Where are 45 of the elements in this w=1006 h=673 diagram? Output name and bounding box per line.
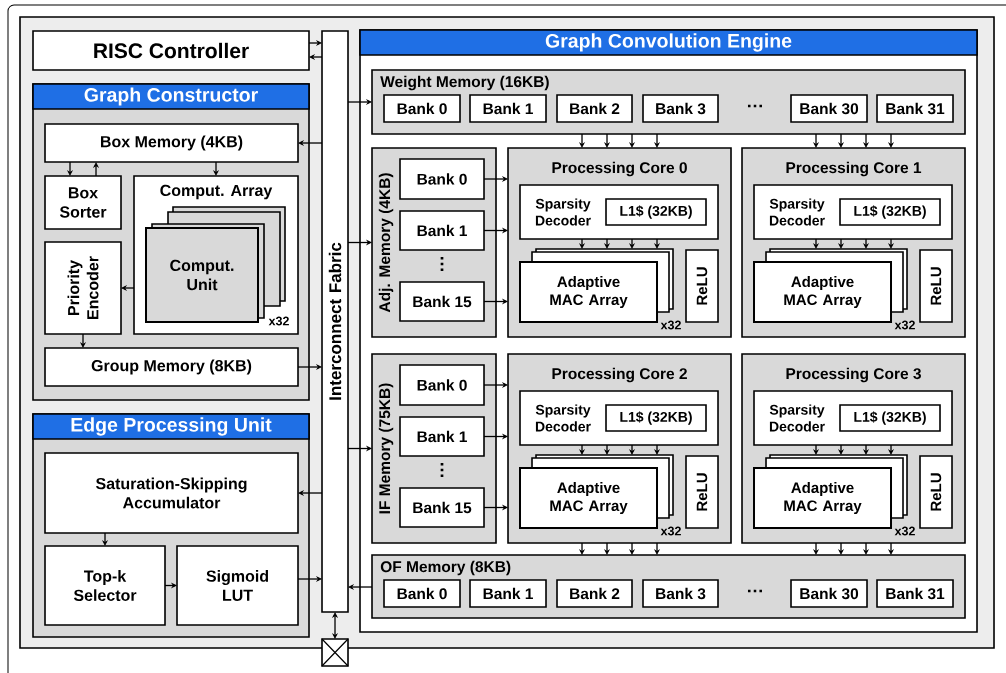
memory-bank: Bank 15 (399, 487, 485, 528)
logic-block: Priority Encoder (44, 241, 122, 335)
memory-bank: Bank 31 (876, 94, 954, 123)
memory-bank: Bank 1 (469, 579, 547, 608)
memory-box: Box Memory (4KB) (44, 123, 299, 163)
cache-box: L1$ (32KB) (605, 198, 707, 226)
memory-bank: Bank 1 (399, 210, 485, 251)
memory-bank: Bank 1 (399, 416, 485, 457)
ellipsis: … (440, 257, 444, 272)
logic-block: Saturation-Skipping Accumulator (44, 452, 299, 534)
cache-box: L1$ (32KB) (605, 404, 707, 432)
ellipsis: … (748, 104, 762, 108)
cache-box: L1$ (32KB) (839, 404, 941, 432)
memory-bank: Bank 3 (642, 579, 719, 608)
activation-box: ReLU (685, 249, 719, 323)
logic-block: Top-k Selector (44, 545, 166, 626)
ellipsis: … (440, 463, 444, 478)
arrow (331, 612, 339, 639)
cache-box: L1$ (32KB) (839, 198, 941, 226)
interconnect-bar: Interconnect Fabric (321, 30, 349, 613)
activation-box: ReLU (919, 455, 953, 529)
memory-bank: Bank 3 (642, 94, 719, 123)
controller-box: RISC Controller (32, 30, 310, 71)
memory-bank: Bank 2 (556, 579, 633, 608)
panel-header: Graph Constructor (32, 83, 310, 110)
switch-symbol (321, 638, 349, 667)
memory-bank: Bank 30 (790, 579, 868, 608)
memory-bank: Bank 1 (469, 94, 547, 123)
stack-count: x32 (268, 316, 289, 326)
logic-block: Box Sorter (44, 175, 122, 230)
memory-bank: Bank 2 (556, 94, 633, 123)
memory-bank: Bank 0 (383, 94, 461, 123)
ellipsis: … (748, 589, 762, 593)
memory-box: Group Memory (8KB) (44, 347, 299, 387)
logic-block: Sigmoid LUT (176, 545, 299, 626)
panel-header: Edge Processing Unit (32, 413, 310, 440)
memory-bank: Bank 15 (399, 281, 485, 322)
activation-box: ReLU (919, 249, 953, 323)
memory-bank: Bank 0 (383, 579, 461, 608)
activation-box: ReLU (685, 455, 719, 529)
panel-header: Graph Convolution Engine (359, 29, 978, 56)
memory-bank: Bank 31 (876, 579, 954, 608)
memory-bank: Bank 30 (790, 94, 868, 123)
memory-bank: Bank 0 (399, 158, 485, 200)
memory-bank: Bank 0 (399, 364, 485, 406)
